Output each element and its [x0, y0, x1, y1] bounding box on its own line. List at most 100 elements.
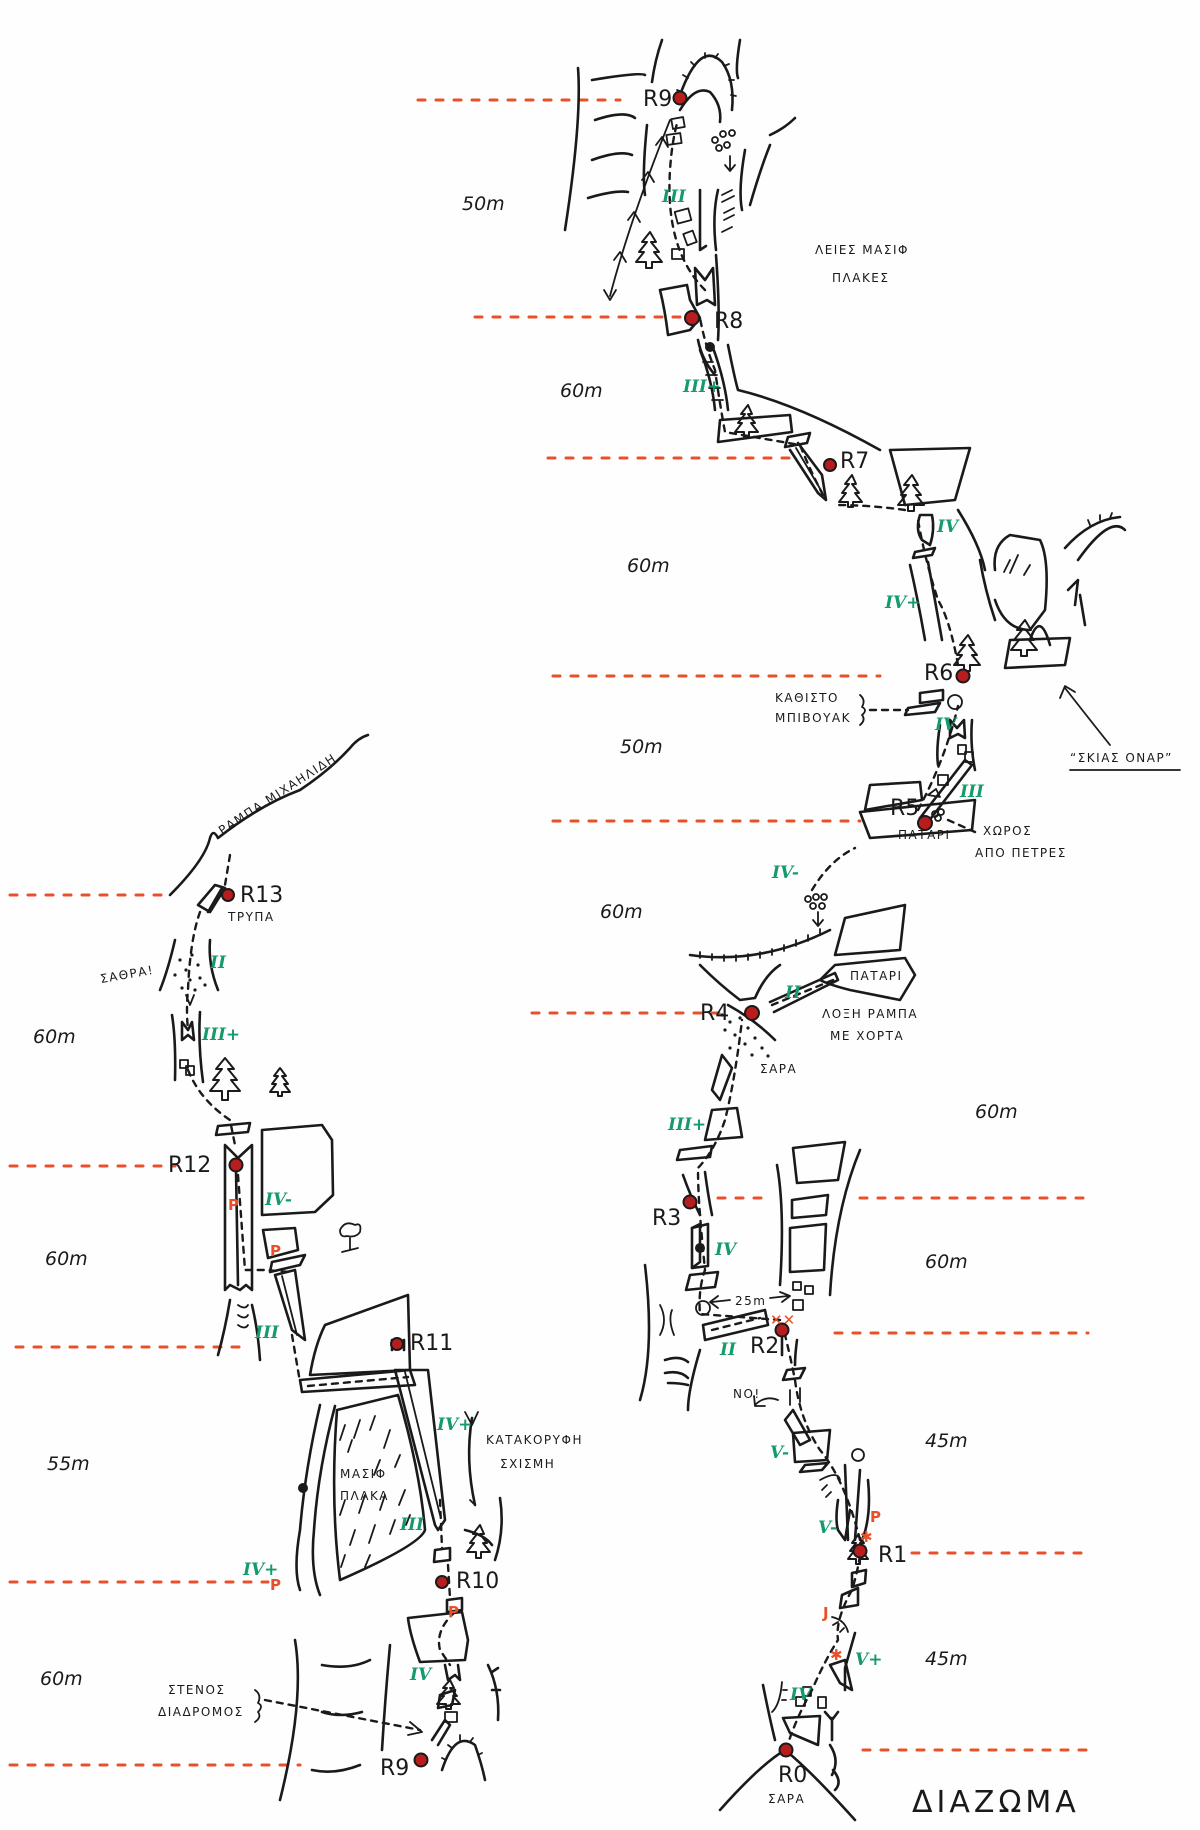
grade-label: IV	[714, 1240, 738, 1260]
grade-label: III+	[667, 1115, 706, 1135]
piton-mark: J	[822, 1604, 829, 1622]
pitch-markers	[8, 98, 1090, 1767]
annotation-ledge-r5: ΠΑΤΑΡΙ	[898, 828, 951, 842]
belay-label-r0: R0	[778, 1763, 807, 1788]
pitch-length: 60m	[33, 1026, 76, 1048]
pitch-length: 60m	[40, 1668, 83, 1690]
grade-label: III+	[682, 377, 721, 397]
left-topo-rock	[158, 733, 503, 1802]
belay-r11	[390, 1337, 404, 1351]
grade-label: IV+	[436, 1415, 472, 1435]
grade-label: III	[959, 782, 985, 802]
belay-label-r10: R10	[456, 1569, 499, 1594]
grade-label: III	[399, 1515, 425, 1535]
belay-r7	[823, 458, 837, 472]
piton-mark: ✱	[830, 1646, 843, 1664]
annotation-smooth-slabs: ΛΕΙΕΣ ΜΑΣΙΦ	[815, 243, 909, 257]
bolt-icon	[695, 1243, 705, 1253]
tree-icon	[734, 404, 759, 438]
annotation-smooth-slabs: ΠΛΑΚΕΣ	[832, 271, 889, 285]
belay-stations	[221, 90, 971, 1768]
annotation-vertical-crack: ΚΑΤΑΚΟΡΥΦΗ	[486, 1433, 583, 1447]
belay-label-r11: R11	[410, 1331, 453, 1356]
annotation-bivouac: ΜΠΙΒΟΥΑΚ	[775, 711, 851, 725]
loose-rock-dots	[173, 953, 207, 992]
tree-icon	[953, 634, 981, 672]
grade-label: III	[254, 1323, 280, 1343]
belay-r9-bottom	[413, 1752, 429, 1768]
annotation-narrow-passage: ΔΙΑΔΡΟΜΟΣ	[158, 1705, 244, 1719]
pitch-length: 60m	[925, 1251, 968, 1273]
grade-label: IV-	[771, 863, 799, 883]
grade-label: IV	[936, 517, 960, 537]
belay-label-r6: R6	[924, 661, 953, 686]
pitch-length: 60m	[975, 1101, 1018, 1123]
annotation-no: NO!	[733, 1387, 761, 1401]
belay-label-r2: R2	[750, 1334, 779, 1359]
pitch-length: 50m	[462, 193, 505, 215]
route-title: ΔΙΑΖΩΜΑ	[912, 1785, 1080, 1820]
belay-label-r5: R5	[890, 796, 919, 821]
grade-label: V-	[818, 1518, 837, 1538]
pitch-length: 45m	[925, 1430, 968, 1452]
tree-icon	[838, 474, 863, 508]
bolt-icon	[298, 1483, 308, 1493]
bolt-icons	[298, 342, 715, 1493]
belay-label-r4: R4	[700, 1001, 729, 1026]
belay-r0	[778, 1742, 794, 1758]
pitch-length: 60m	[560, 380, 603, 402]
grade-label: IV	[789, 1685, 813, 1705]
annotation-loose: ΣΑΘΡΑ!	[99, 963, 155, 986]
piton-mark: P	[270, 1576, 281, 1594]
belay-r1	[852, 1543, 868, 1559]
tree-icons-left	[209, 1057, 491, 1710]
tree-icon	[269, 1067, 291, 1097]
belay-r9-top	[672, 90, 688, 106]
piton-mark: P	[270, 1242, 281, 1260]
belay-label-r8: R8	[714, 309, 743, 334]
grade-label: II	[209, 953, 227, 973]
annotation-massif-slab: ΠΛΑΚΑ	[340, 1489, 389, 1503]
grade-label: III+	[201, 1025, 240, 1045]
pitch-length: 55m	[47, 1453, 90, 1475]
bolt-icon	[705, 342, 715, 352]
piton-mark: ✱	[860, 1528, 873, 1546]
grade-label: V-	[770, 1443, 789, 1463]
annotation-traverse: 25m	[735, 1294, 766, 1308]
piton-mark: ✕✕	[770, 1311, 795, 1329]
belay-label-r13: R13	[240, 883, 283, 908]
piton-mark: P	[870, 1508, 881, 1526]
annotation-stone-space: ΑΠΟ ΠΕΤΡΕΣ	[975, 846, 1067, 860]
grade-label: IV	[409, 1665, 433, 1685]
piton-mark: P	[228, 1196, 239, 1214]
pitch-length: 60m	[45, 1248, 88, 1270]
pitch-length: 60m	[627, 555, 670, 577]
tree-icon	[436, 1679, 461, 1710]
annotation-ledge-r4: ΠΑΤΑΡΙ	[850, 969, 903, 983]
grade-label: II	[784, 983, 802, 1003]
annotation-bivouac: ΚΑΘΙΣΤΟ	[775, 691, 839, 705]
annotation-skias-onar: “ΣΚΙΑΣ ΟΝΑΡ”	[1070, 751, 1173, 765]
belay-r6	[955, 668, 971, 684]
pitch-length: 60m	[600, 901, 643, 923]
grade-label: IV-	[264, 1190, 292, 1210]
left-route-line	[185, 853, 457, 1736]
tree-icon	[209, 1057, 241, 1101]
grade-label: V+	[855, 1650, 882, 1670]
annotation-vertical-crack: ΣΧΙΣΜΗ	[500, 1457, 555, 1471]
tree-icon	[635, 231, 663, 269]
grade-label: IV+	[884, 593, 920, 613]
belay-label-r12: R12	[168, 1153, 211, 1178]
belay-label-r9-bottom: R9	[380, 1756, 409, 1781]
belay-label-r9-top: R9	[643, 87, 672, 112]
belay-r12	[228, 1157, 244, 1173]
pitch-length: 50m	[620, 736, 663, 758]
annotation-massif-slab: ΜΑΣΙΦ	[340, 1467, 387, 1481]
annotation-scree-r0: ΣΑΡΑ	[768, 1792, 805, 1806]
belay-r3	[682, 1194, 698, 1210]
annotation-stone-space: ΧΩΡΟΣ	[983, 824, 1032, 838]
tree-icon	[466, 1524, 491, 1559]
piton-mark: P	[448, 1603, 459, 1621]
belay-r2	[774, 1322, 790, 1338]
